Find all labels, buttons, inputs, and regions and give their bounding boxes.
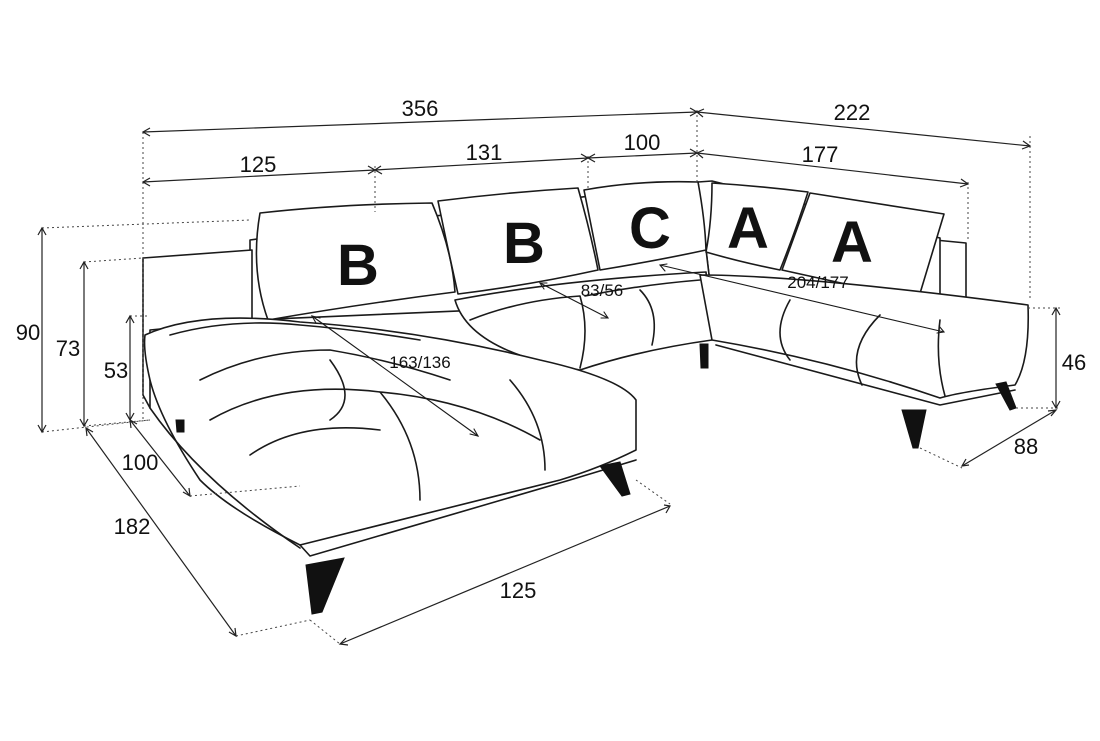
cushion-label-1: B [337, 233, 379, 298]
dim-depth-chaise: 182 [114, 514, 151, 539]
dim-depth-seat-left: 100 [122, 450, 159, 475]
dim-height-back: 90 [16, 320, 40, 345]
dim-segment-left: 125 [240, 152, 277, 177]
leg-front-right [599, 461, 631, 497]
leg-middle [699, 343, 709, 369]
chaise-seam-5 [379, 391, 421, 501]
back-cushion-2 [437, 187, 599, 295]
chaise-seam-3 [249, 427, 381, 456]
dimension-lines [37, 107, 1061, 646]
back-cushion-4 [705, 182, 809, 271]
dim-height-seat-right: 46 [1062, 350, 1086, 375]
dim-segment-right: 177 [802, 142, 839, 167]
chaise-seam-1 [199, 349, 451, 381]
inner-right-length: 204/177 [787, 273, 848, 292]
chaise-seam-back [169, 322, 421, 341]
cushion-labels: B B C A A [337, 196, 873, 298]
dimension-labels: 356 222 125 131 100 177 90 73 53 46 100 … [16, 96, 1086, 603]
leg-right-front [901, 409, 927, 449]
back-cushion-1 [255, 202, 456, 321]
dim-height-seat-left: 53 [104, 358, 128, 383]
cushion-label-4: A [727, 196, 769, 261]
right-seat-base [715, 344, 1016, 406]
left-armrest [142, 249, 253, 409]
middle-seat-seam-2 [639, 289, 656, 346]
cushion-label-5: A [831, 210, 873, 275]
right-seat-seam-3 [937, 319, 946, 397]
chaise-seat [143, 317, 637, 546]
dim-segment-corner: 100 [624, 130, 661, 155]
chaise-side [149, 407, 301, 549]
right-seat-seam-1 [779, 299, 791, 361]
sofa-drawing [142, 180, 1030, 615]
leg-front-left [305, 557, 345, 615]
dim-height-armrest: 73 [56, 336, 80, 361]
dim-chaise-width: 125 [500, 578, 537, 603]
dim-depth-right: 88 [1014, 434, 1038, 459]
right-seat-seam-2 [855, 314, 881, 386]
dim-right-depth: 222 [834, 100, 871, 125]
leg-back-left [175, 419, 185, 433]
middle-seat-seam [469, 295, 586, 369]
inner-middle-depth: 83/56 [581, 281, 624, 300]
dim-segment-middle: 131 [466, 140, 503, 165]
cushion-label-2: B [503, 211, 545, 276]
leg-right-back [995, 381, 1017, 411]
cushion-label-3: C [629, 196, 671, 261]
dim-total-width: 356 [402, 96, 439, 121]
middle-seat [454, 271, 713, 371]
chaise-seam-6 [509, 379, 546, 471]
inner-chaise-length: 163/136 [389, 353, 450, 372]
middle-seat-seam-top [584, 279, 701, 297]
chaise-seam-4 [329, 359, 346, 421]
